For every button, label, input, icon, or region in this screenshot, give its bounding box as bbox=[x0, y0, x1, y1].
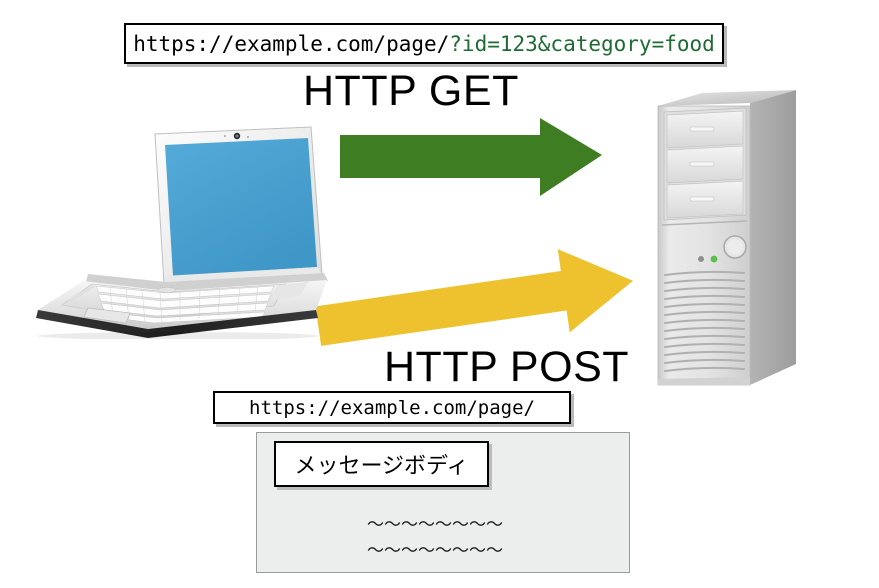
message-body-line-1: 〜〜〜〜〜〜〜〜 bbox=[367, 515, 503, 535]
get-url-query: ?id=123&category=food bbox=[449, 31, 715, 56]
message-body-title-box: メッセージボディ bbox=[274, 441, 489, 487]
message-body-panel: メッセージボディ 〜〜〜〜〜〜〜〜 〜〜〜〜〜〜〜〜 bbox=[256, 432, 630, 573]
http-post-arrow bbox=[315, 249, 634, 346]
http-post-label: HTTP POST bbox=[384, 343, 630, 391]
server-tower-image bbox=[657, 90, 796, 386]
http-get-label: HTTP GET bbox=[303, 67, 519, 115]
http-get-arrow bbox=[340, 118, 602, 196]
post-url-box: https://example.com/page/ bbox=[213, 391, 571, 424]
get-url-box: https://example.com/page/?id=123&categor… bbox=[124, 23, 724, 64]
post-url-text: https://example.com/page/ bbox=[249, 396, 535, 419]
message-body-line-2: 〜〜〜〜〜〜〜〜 bbox=[367, 541, 503, 561]
get-url-base: https://example.com/page/ bbox=[133, 31, 450, 56]
laptop-client-image bbox=[36, 126, 328, 339]
message-body-title: メッセージボディ bbox=[294, 454, 469, 479]
